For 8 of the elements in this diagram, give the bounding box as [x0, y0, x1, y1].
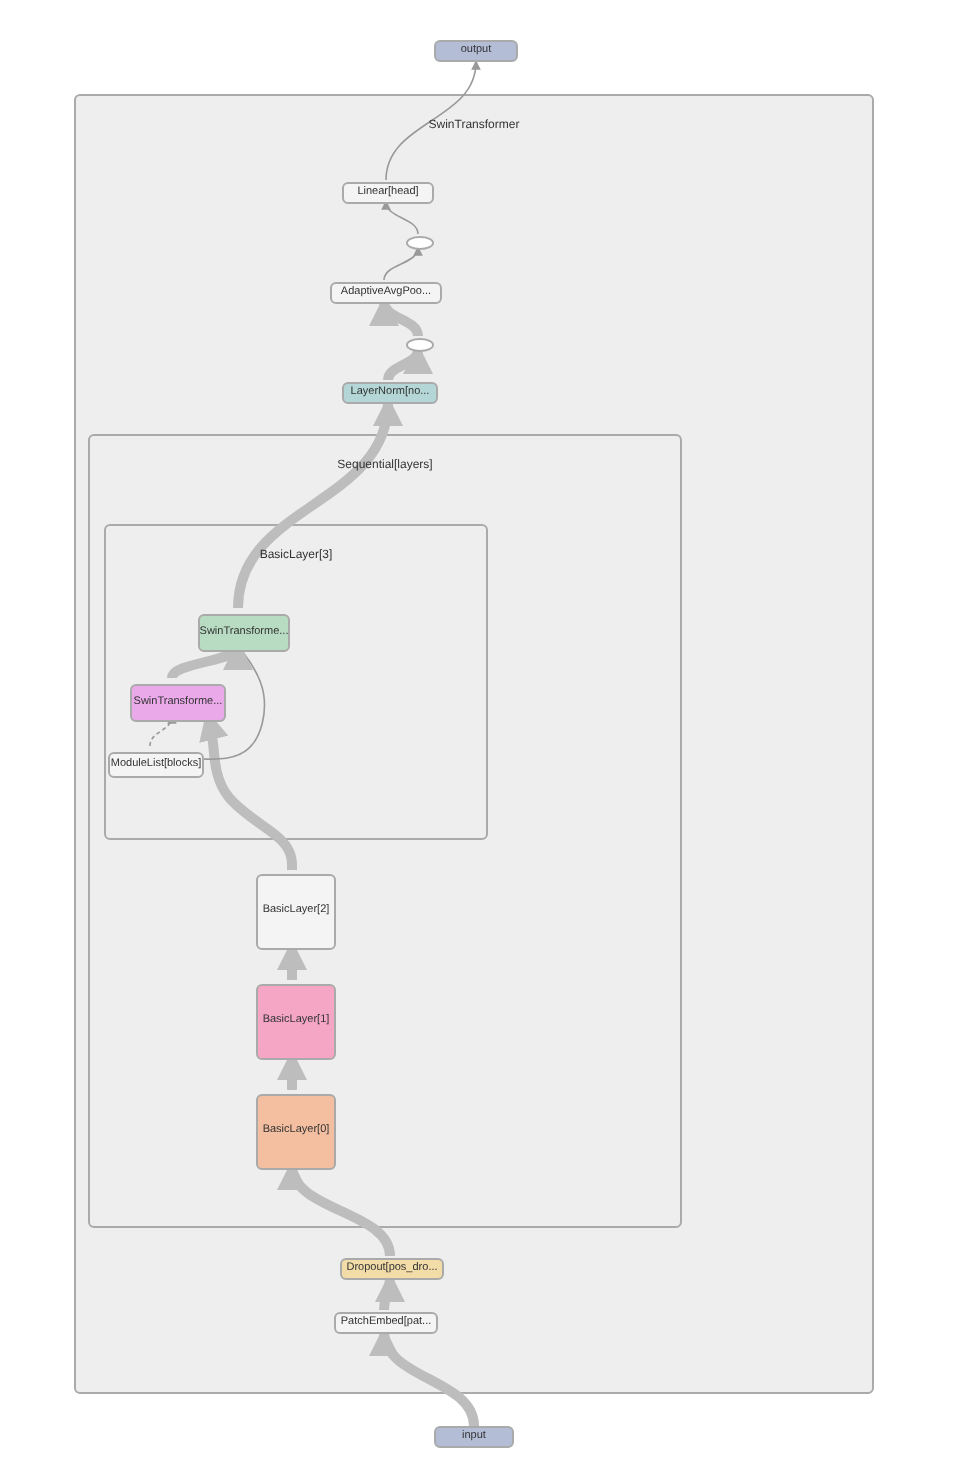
arrow — [385, 60, 480, 181]
operation-ellipse — [406, 236, 434, 250]
group-panel — [104, 524, 488, 840]
arrow — [382, 200, 419, 235]
arrow — [383, 246, 422, 281]
group-panel — [74, 94, 874, 1394]
group-panel — [88, 434, 682, 1228]
operation-ellipse — [406, 338, 434, 352]
